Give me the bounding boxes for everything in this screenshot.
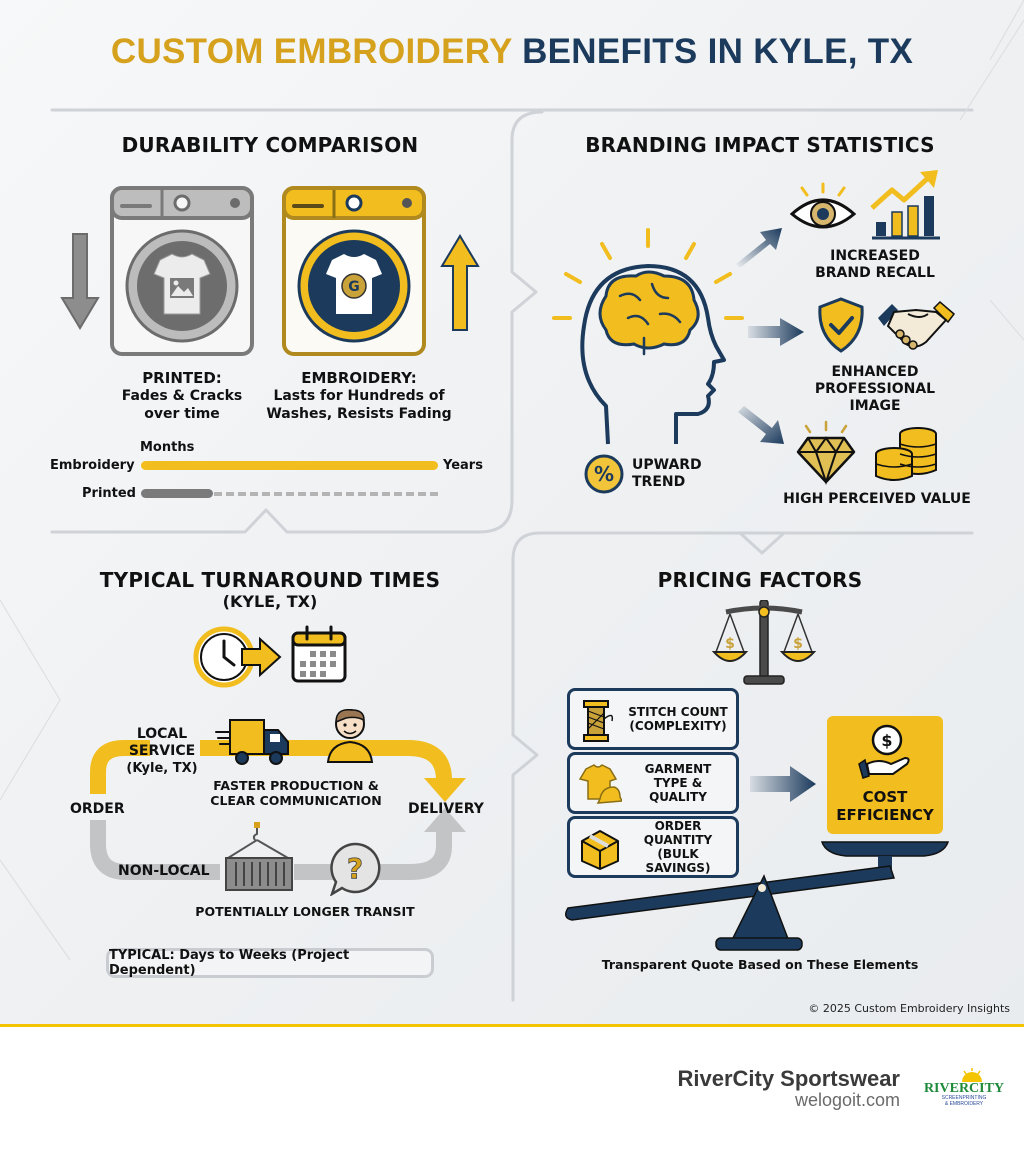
- upward-trend-label: UPWARD TREND: [632, 457, 702, 490]
- embroidery-bar: [141, 461, 438, 470]
- arrow-right-icon: [750, 766, 816, 802]
- footer-divider: [0, 1024, 1024, 1027]
- box-icon: [578, 827, 622, 871]
- svg-text:SCREENPRINTING: SCREENPRINTING: [942, 1095, 987, 1101]
- timeline-end-label: Years: [443, 458, 483, 473]
- brand-recall-label: INCREASED BRAND RECALL: [815, 248, 935, 281]
- shirt-cap-icon: [578, 763, 622, 807]
- arrow-right-up-icon: [736, 228, 782, 268]
- clock-icon: [192, 625, 284, 689]
- non-local-label: NON-LOCAL: [118, 863, 210, 879]
- svg-text:G: G: [348, 279, 360, 295]
- non-local-note: POTENTIALLY LONGER TRANSIT: [195, 904, 415, 919]
- timeline-row-printed-label: Printed: [82, 486, 136, 501]
- professional-image-label: ENHANCED PROFESSIONAL IMAGE: [814, 364, 936, 414]
- order-label: ORDER: [70, 801, 125, 817]
- svg-text:$: $: [725, 636, 735, 652]
- eye-icon: [790, 182, 856, 238]
- timeline-row-embroidery-label: Embroidery: [50, 458, 135, 473]
- page-title: CUSTOM EMBROIDERY BENEFITS IN KYLE, TX: [0, 32, 1024, 72]
- shield-check-icon: [816, 296, 866, 354]
- perceived-value-label: HIGH PERCEIVED VALUE: [783, 491, 971, 507]
- infographic: CUSTOM EMBROIDERY BENEFITS IN KYLE, TX D…: [0, 0, 1024, 1026]
- cost-efficiency-box: $ COST EFFICIENCY: [827, 716, 943, 834]
- question-bubble-icon: ?: [326, 840, 384, 896]
- svg-text:?: ?: [347, 852, 363, 885]
- delivery-label: DELIVERY: [408, 801, 484, 817]
- diamond-icon: [796, 420, 856, 486]
- durability-title: DURABILITY COMPARISON: [121, 133, 419, 157]
- handshake-icon: [876, 300, 956, 352]
- title-part1: CUSTOM EMBROIDERY: [110, 32, 513, 71]
- arrow-right-down-icon: [738, 406, 784, 444]
- title-part2: BENEFITS IN KYLE, TX: [522, 32, 914, 71]
- arrow-down-icon: [60, 232, 100, 332]
- flow-paths: [90, 740, 466, 880]
- svg-text:& EMBROIDERY: & EMBROIDERY: [945, 1101, 984, 1107]
- truck-icon: [212, 716, 294, 768]
- printed-dashed-bar: [214, 492, 438, 496]
- calendar-icon: [290, 625, 348, 685]
- pricing-title: PRICING FACTORS: [657, 568, 863, 592]
- brand-website-link[interactable]: welogoit.com: [794, 1090, 900, 1110]
- pricing-caption: Transparent Quote Based on These Element…: [601, 957, 919, 972]
- typical-turnaround-badge: TYPICAL: Days to Weeks (Project Dependen…: [106, 948, 434, 978]
- printed-caption: PRINTED: Fades & Cracks over time: [121, 369, 243, 423]
- embroidery-caption: EMBROIDERY: Lasts for Hundreds of Washes…: [266, 369, 452, 423]
- rivercity-logo: RIVERCITY SCREENPRINTING & EMBROIDERY: [922, 1068, 1006, 1108]
- percent-icon: %: [584, 454, 624, 494]
- brand-name: RiverCity Sportswear: [677, 1066, 900, 1091]
- hand-coin-icon: $: [857, 724, 915, 780]
- printed-bar: [141, 489, 213, 498]
- bar-chart-up-icon: [868, 168, 944, 242]
- svg-text:%: %: [594, 462, 614, 486]
- washing-machine-embroidered-shirt-icon: G: [282, 186, 426, 356]
- cost-efficiency-label: COST EFFICIENCY: [836, 788, 934, 824]
- turnaround-subtitle: (KYLE, TX): [222, 592, 318, 611]
- branding-title: BRANDING IMPACT STATISTICS: [585, 133, 935, 157]
- thread-spool-icon: [578, 699, 622, 743]
- local-service-label: LOCAL SERVICE (Kyle, TX): [126, 726, 198, 776]
- shipping-container-icon: [222, 822, 296, 892]
- scales-dollar-icon: $$: [712, 600, 816, 686]
- washing-machine-printed-shirt-icon: [110, 186, 254, 356]
- svg-text:RIVERCITY: RIVERCITY: [924, 1081, 1004, 1096]
- copyright: © 2025 Custom Embroidery Insights: [808, 1002, 1010, 1015]
- head-brain-icon: [548, 226, 758, 456]
- timeline-start-label: Months: [140, 440, 195, 455]
- local-note: FASTER PRODUCTION & CLEAR COMMUNICATION: [210, 778, 382, 808]
- seesaw-icon: [565, 841, 950, 951]
- person-icon: [322, 704, 378, 766]
- arrow-right-icon: [748, 318, 804, 346]
- svg-text:$: $: [881, 731, 892, 750]
- arrow-up-icon: [440, 232, 480, 332]
- coins-icon: [872, 424, 940, 484]
- svg-text:$: $: [793, 636, 803, 652]
- turnaround-title: TYPICAL TURNAROUND TIMES: [99, 568, 441, 592]
- factor-stitch-count: STITCH COUNT(COMPLEXITY): [567, 688, 739, 750]
